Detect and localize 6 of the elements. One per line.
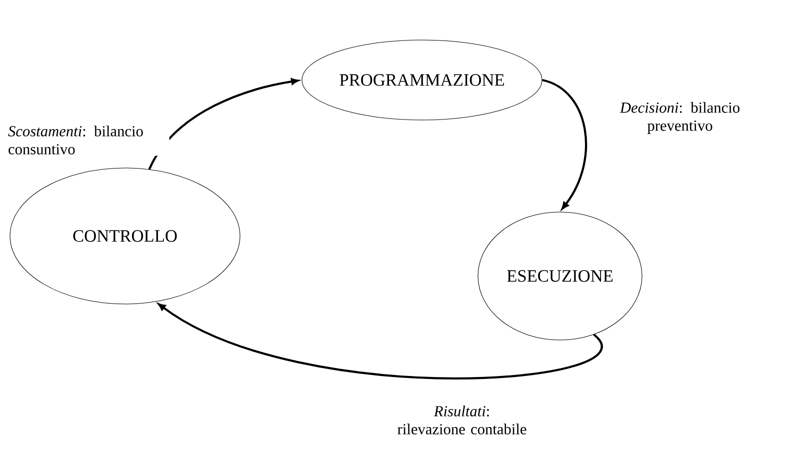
- edge-label: Scostamenti: bilancio consuntivo: [6, 124, 170, 156]
- arrow: [158, 303, 602, 380]
- arrow: [542, 78, 588, 210]
- edge-label: Risultati: rilevazione contabile: [396, 404, 528, 436]
- arrow: [148, 78, 298, 170]
- edge-label: Decisioni: bilancio preventivo: [614, 100, 746, 136]
